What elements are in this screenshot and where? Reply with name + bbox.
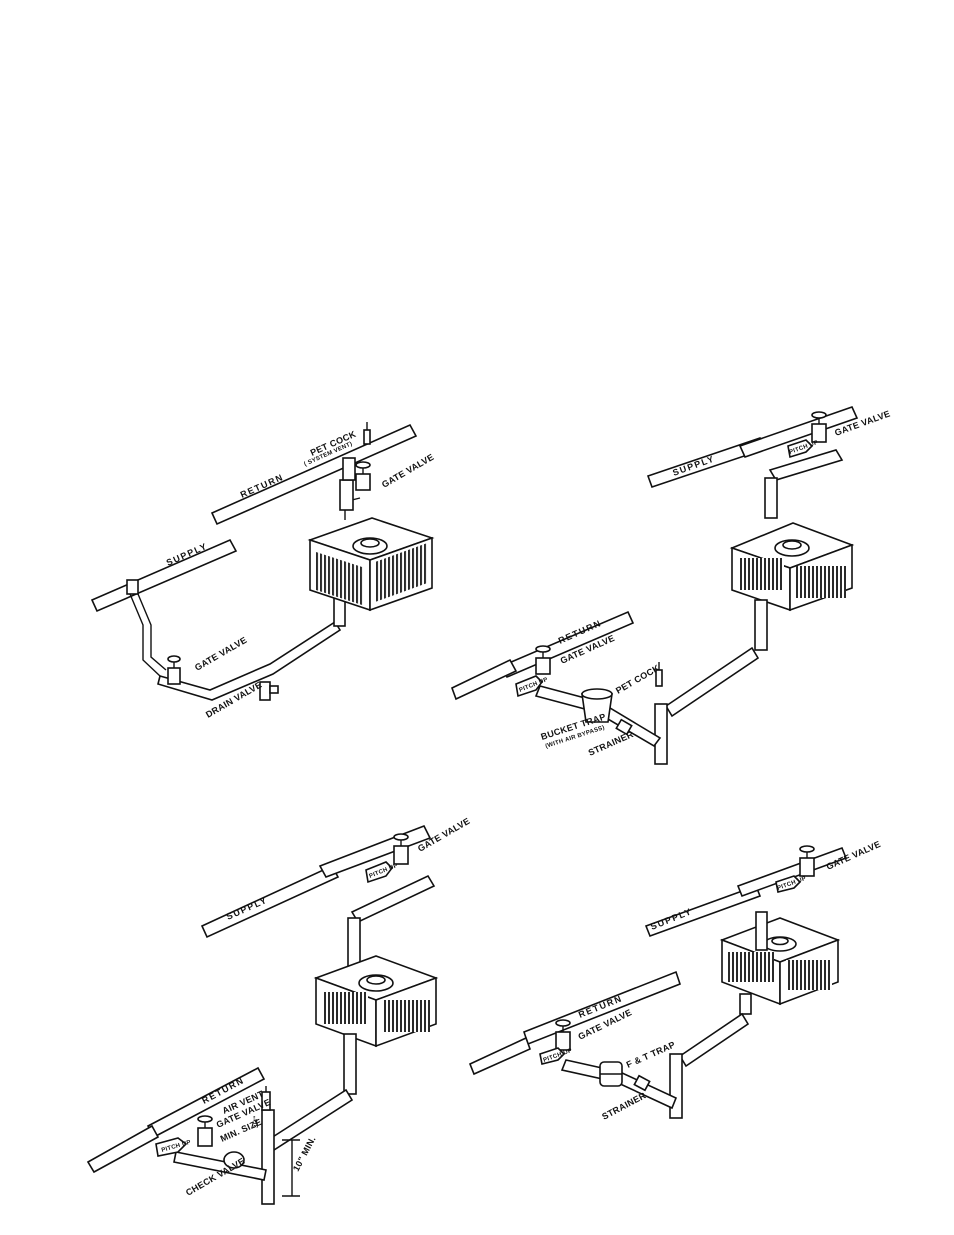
pitch-up-bottom-arrow [155, 1137, 188, 1157]
pet-cock-1 [363, 422, 371, 445]
return-main-pipe [210, 423, 418, 526]
min-size-value-label: 3/4" [254, 1116, 260, 1128]
gate-valve-top-2 [811, 411, 827, 443]
pet-cock-label: PET COCK [614, 663, 662, 696]
pitch-up-bottom-arrow [539, 1047, 566, 1065]
unit-heater-1 [307, 517, 435, 612]
dirt-leg-pipe [654, 703, 668, 765]
gate-valve-bottom-2 [535, 645, 551, 675]
drain-valve [259, 681, 279, 701]
pitch-up-top-arrow [787, 439, 814, 459]
gate-valve-top-4 [799, 845, 815, 877]
diagram-2: SUPPLY GATE VALVE PITCH UP [451, 406, 892, 765]
strainer-label: STRAINER [600, 1090, 648, 1122]
return-drop-pipe [739, 993, 752, 1015]
heater-supply-drop [755, 911, 768, 951]
pitch-up-top-arrow [775, 875, 802, 893]
gate-valve-top-label: GATE VALVE [380, 452, 436, 490]
diagram-4: SUPPLY GATE VALVE PITCH UP RETURN [468, 839, 882, 1122]
ft-trap [599, 1061, 623, 1087]
gate-valve-bottom-label: GATE VALVE [193, 635, 249, 673]
return-main-pipe [500, 610, 635, 679]
gate-valve-bottom-1 [167, 655, 181, 685]
diagram-3: SUPPLY GATE VALVE PITCH UP RETU [86, 816, 472, 1205]
pet-cock-2 [655, 662, 663, 687]
gate-valve-bottom-4 [555, 1019, 571, 1051]
gate-valve-top-3 [393, 833, 409, 865]
gate-valve-top-1 [355, 461, 371, 491]
upper-header-pipe [738, 406, 859, 458]
ft-trap-label: F & T TRAP [625, 1039, 677, 1069]
return-drop-pipe [754, 599, 768, 651]
diagram-1: RETURN SUPPLY GATE VALVE DRAIN VALVE [90, 422, 436, 720]
strainer-2 [615, 718, 633, 736]
supply-main-pipe [644, 884, 762, 938]
unit-heater-2 [729, 522, 855, 612]
supply-tee [126, 579, 139, 595]
gate-valve-bottom-3 [197, 1115, 213, 1147]
air-vent [261, 1086, 271, 1111]
return-drop-pipe [343, 1033, 357, 1095]
unit-heater-4 [719, 917, 841, 1006]
supply-main-pipe [200, 864, 340, 939]
bucket-trap [581, 688, 613, 723]
dirt-leg-pipe [261, 1109, 275, 1205]
supply-drop-pipe [129, 593, 161, 677]
ten-inch-dimension [282, 1139, 300, 1197]
check-valve [223, 1151, 245, 1169]
supply-main-pipe [90, 538, 238, 613]
heater-supply-drop [764, 477, 778, 519]
strainer-4 [633, 1074, 651, 1092]
pitch-up-top-arrow [365, 861, 394, 884]
runout-pipe [157, 620, 342, 701]
pitch-up-bottom-arrow [515, 675, 544, 698]
unit-heater-3 [313, 955, 439, 1048]
